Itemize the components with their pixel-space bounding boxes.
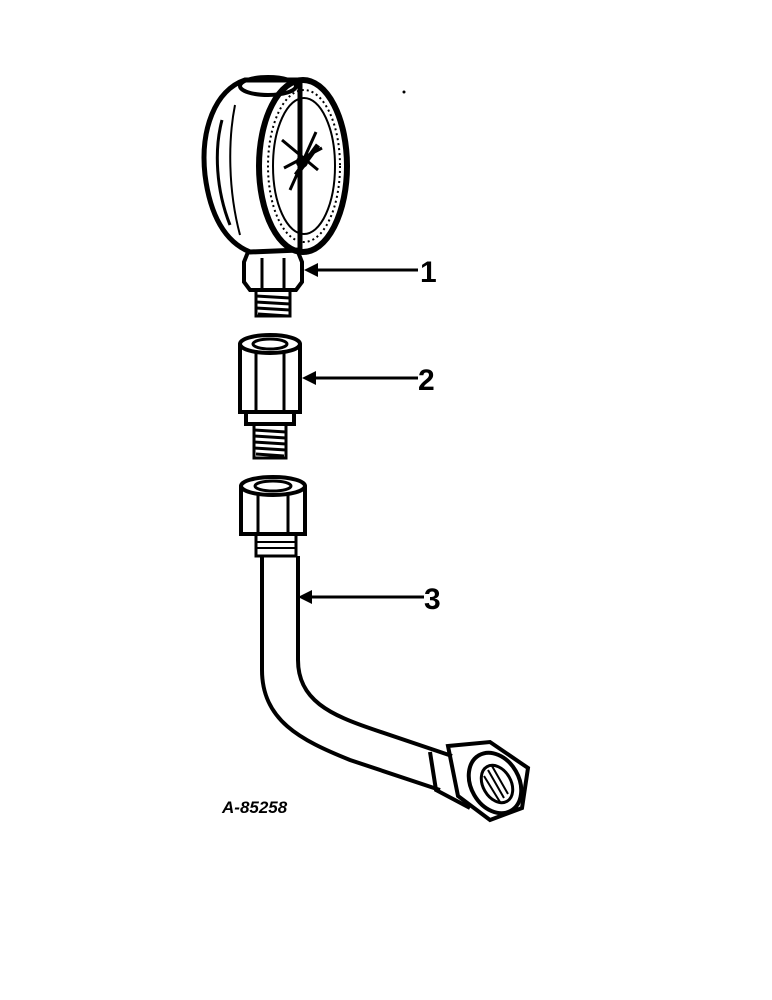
tube-assembly <box>239 475 531 823</box>
callout-number-2: 2 <box>418 364 435 397</box>
figure-id-label: A-85258 <box>221 798 288 817</box>
adapter-fitting <box>238 333 302 460</box>
arrowhead-icon <box>302 371 316 385</box>
callout-number-3: 3 <box>424 583 441 616</box>
arrowhead-icon <box>298 590 312 604</box>
pressure-gauge <box>201 75 350 318</box>
callout-1: 1 <box>304 256 437 289</box>
callout-number-1: 1 <box>420 256 437 289</box>
callout-3: 3 <box>298 583 441 616</box>
scan-speck <box>402 90 406 94</box>
arrowhead-icon <box>304 263 318 277</box>
callout-2: 2 <box>302 364 435 397</box>
